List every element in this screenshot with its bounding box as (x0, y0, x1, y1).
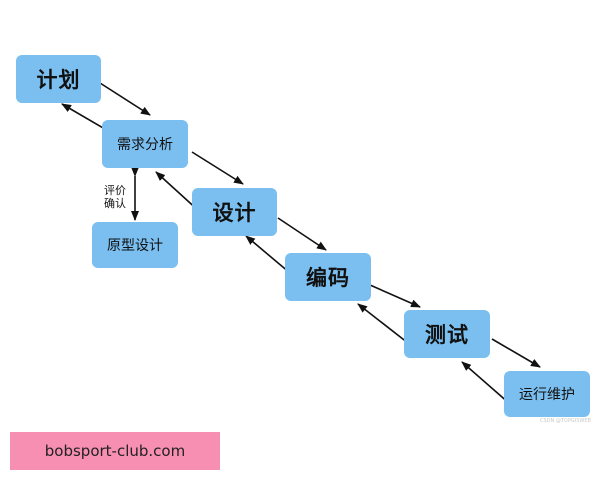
node-plan: 计划 (16, 55, 101, 103)
arrow-requirements-to-design (191, 151, 244, 185)
node-prototype: 原型设计 (92, 222, 178, 268)
node-prototype-label: 原型设计 (107, 238, 163, 254)
watermark-text: bobsport-club.com (44, 442, 186, 460)
arrow-testing-to-coding (357, 303, 409, 344)
arrow-design-to-coding (277, 217, 327, 251)
image-credit: CSDN @TOPGISWEB (540, 418, 591, 424)
node-requirements: 需求分析 (102, 120, 188, 168)
node-design-label: 设计 (212, 201, 257, 225)
confirm-text: 确认 (104, 197, 126, 210)
evaluate-text: 评价 (104, 184, 126, 197)
node-design: 设计 (192, 188, 277, 236)
node-coding-label: 编码 (306, 266, 350, 290)
node-coding: 编码 (285, 253, 371, 301)
arrow-coding-to-design (245, 235, 291, 274)
watermark-banner: bobsport-club.com (10, 432, 220, 470)
arrow-plan-to-requirements (99, 82, 151, 116)
node-testing-label: 测试 (425, 323, 469, 347)
node-testing: 测试 (404, 310, 490, 358)
evaluate-confirm-label: 评价 确认 (100, 184, 130, 210)
arrow-testing-to-maintenance (491, 338, 541, 368)
node-plan-label: 计划 (36, 68, 81, 92)
node-maintenance: 运行维护 (504, 371, 590, 417)
arrow-coding-to-testing (369, 284, 421, 308)
arrow-maintenance-to-testing (461, 361, 511, 405)
node-requirements-label: 需求分析 (117, 137, 173, 153)
node-maintenance-label: 运行维护 (519, 387, 575, 403)
